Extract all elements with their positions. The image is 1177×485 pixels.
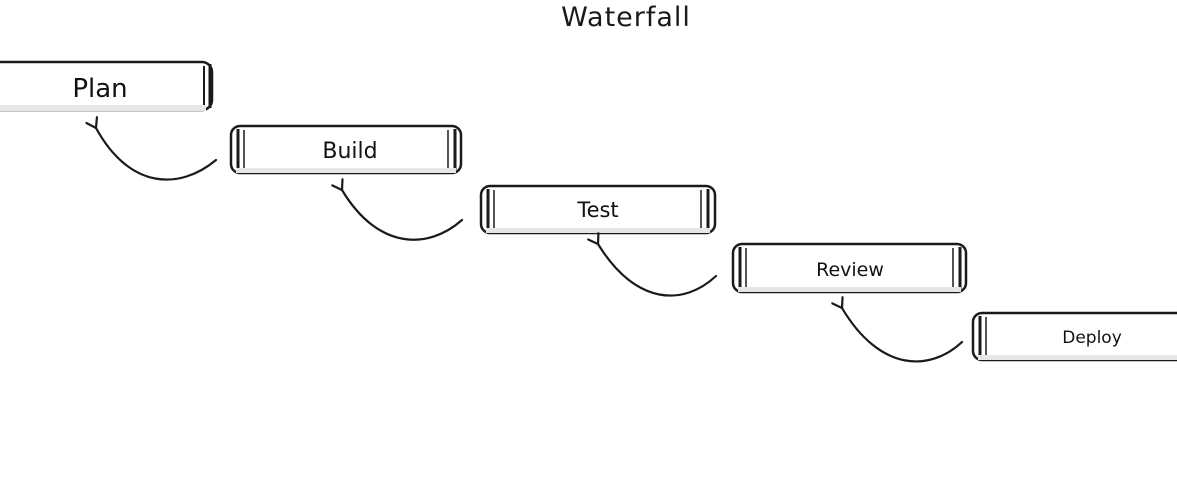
stage-box-review: Review xyxy=(731,242,968,294)
stage-label-build: Build xyxy=(322,139,377,164)
stage-box-plan: Plan xyxy=(0,60,214,112)
stage-box-deploy: Deploy xyxy=(971,311,1177,362)
arrow-test-to-build xyxy=(342,190,464,241)
stage-label-plan: Plan xyxy=(72,74,127,104)
arrow-build-to-plan xyxy=(96,128,218,181)
arrow-review-to-test xyxy=(598,244,718,297)
stage-box-test: Test xyxy=(479,184,717,235)
diagram-title: Waterfall xyxy=(561,2,691,33)
stage-label-review: Review xyxy=(816,259,884,281)
stage-label-test: Test xyxy=(576,198,618,222)
stage-box-build: Build xyxy=(229,124,463,175)
stage-label-deploy: Deploy xyxy=(1062,328,1122,348)
arrow-deploy-to-review xyxy=(842,308,964,363)
